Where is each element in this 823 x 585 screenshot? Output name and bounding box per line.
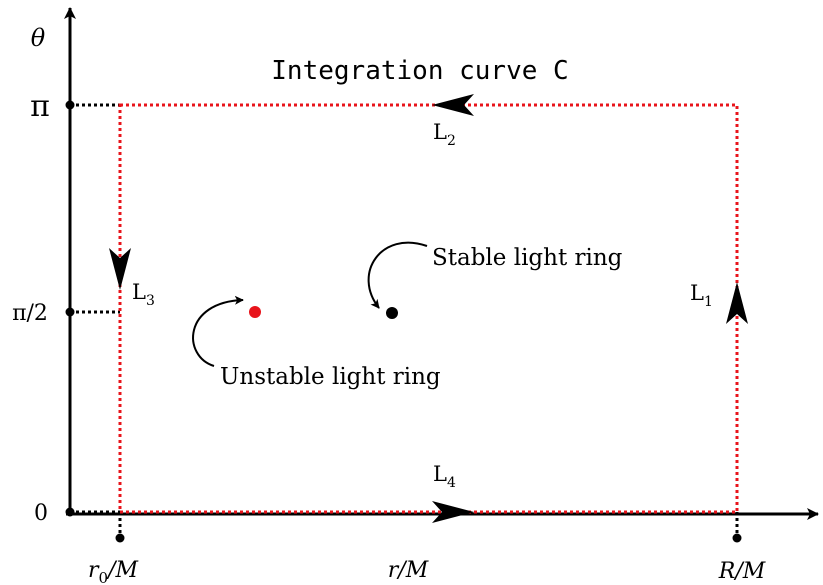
y-tick-zero: 0	[34, 501, 48, 526]
stable-light-ring-label: Stable light ring	[432, 245, 623, 271]
y-axis-label: θ	[31, 24, 46, 52]
tick-dot-pi-half	[65, 307, 75, 317]
x-axis-label: r/M	[388, 558, 429, 583]
segment-label-L3: L3	[132, 280, 155, 309]
unstable-light-ring-label: Unstable light ring	[220, 364, 441, 390]
tick-dot-zero	[65, 507, 75, 517]
tick-dot-R	[732, 533, 742, 543]
unstable-pointer-arrow	[192, 295, 244, 367]
segment-label-L4: L4	[433, 462, 456, 491]
y-tick-pi-half: π/2	[12, 301, 48, 326]
stable-pointer-arrow	[367, 241, 428, 309]
x-tick-r0: r0/M	[88, 558, 138, 585]
integration-contour	[118, 103, 739, 514]
arrow-L1-icon	[726, 282, 748, 324]
arrow-L2-icon	[432, 94, 474, 116]
unstable-light-ring-point	[249, 306, 261, 318]
tick-dot-pi	[65, 100, 75, 110]
diagram-title: Integration curve C	[271, 56, 568, 86]
arrow-L4-icon	[432, 501, 474, 523]
arrow-L3-icon	[109, 248, 131, 290]
stable-light-ring-point	[386, 307, 398, 319]
y-tick-pi: π	[30, 89, 50, 124]
segment-label-L2: L2	[433, 120, 456, 149]
segment-label-L1: L1	[690, 281, 713, 310]
x-tick-R: R/M	[718, 559, 766, 584]
tick-dot-r0	[115, 533, 125, 543]
